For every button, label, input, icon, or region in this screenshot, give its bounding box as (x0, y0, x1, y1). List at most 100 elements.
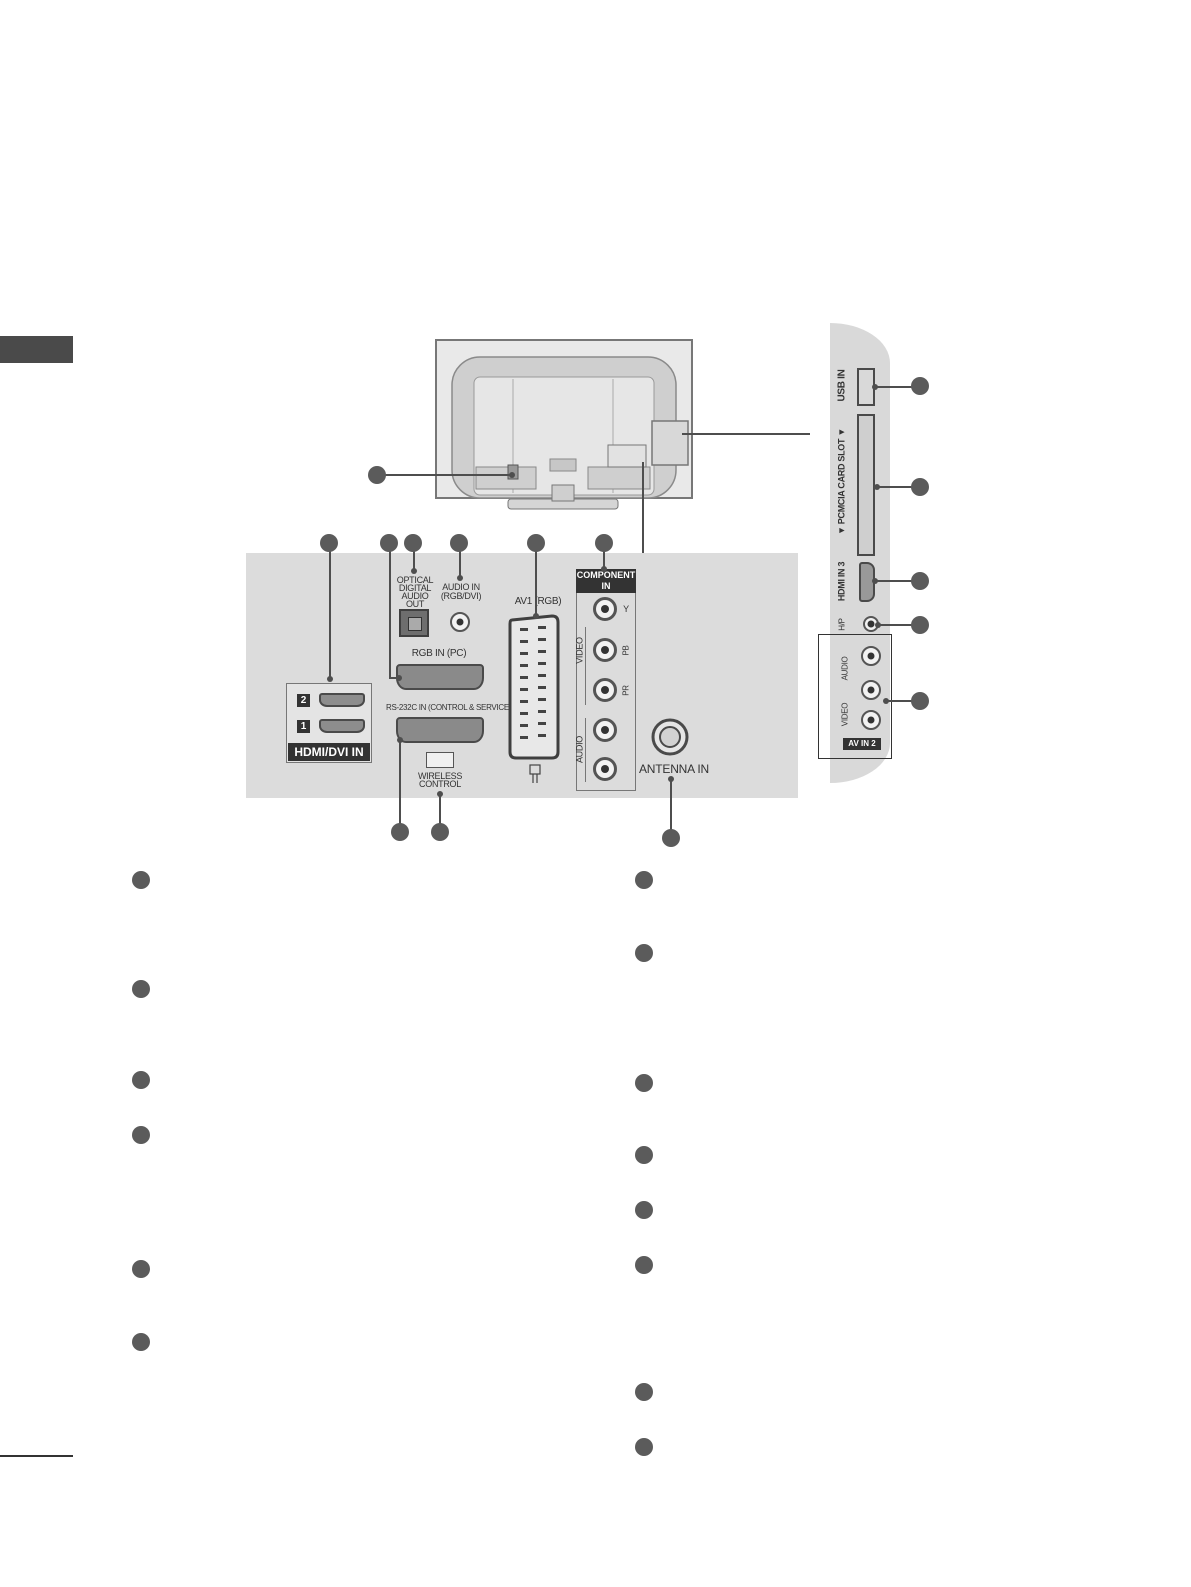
hdmi-2-port (319, 693, 365, 707)
leader-end (437, 791, 443, 797)
headphone-label: H/P (837, 618, 847, 631)
component-y-label: Y (623, 604, 629, 614)
leader-hdmi3 (875, 580, 920, 582)
leader-end (533, 613, 539, 619)
list-item-marker (635, 1383, 653, 1401)
av2-audio-l-jack (861, 680, 881, 700)
leader-av1 (535, 543, 537, 616)
leader-wireless (439, 794, 441, 832)
leader-end (874, 484, 880, 490)
list-item-marker (132, 1071, 150, 1089)
leader-av2 (886, 700, 920, 702)
antenna-in-port (651, 718, 689, 756)
av-in-2-block (818, 634, 892, 759)
component-pr-jack (593, 678, 617, 702)
av1-label: AV1 (RGB) (514, 596, 562, 607)
component-audio-r-jack (593, 757, 617, 781)
leader-end (872, 578, 878, 584)
leader-usb (875, 386, 920, 388)
list-item-marker (635, 1146, 653, 1164)
component-in-label: COMPONENT IN (576, 569, 636, 593)
callout-marker-headphone (911, 616, 929, 634)
leader-optical (413, 543, 415, 571)
hdmi-1-number: 1 (297, 720, 310, 733)
rs232c-port (396, 717, 484, 743)
leader-component (603, 543, 605, 569)
hdmi-2-number: 2 (297, 694, 310, 707)
tv-side-leader (682, 433, 810, 435)
callout-marker-antenna (662, 829, 680, 847)
rs232c-label: RS-232C IN (CONTROL & SERVICE) (386, 703, 512, 712)
callout-marker-rs232c (391, 823, 409, 841)
leader-headphone (878, 624, 920, 626)
av2-video-jack (861, 710, 881, 730)
list-item-marker (635, 1074, 653, 1092)
tv-back-illustration (435, 339, 693, 510)
callout-marker-pcmcia (911, 478, 929, 496)
list-item-marker (132, 1126, 150, 1144)
list-item-marker (635, 944, 653, 962)
av-in-2-label: AV IN 2 (843, 738, 881, 750)
scart-symbol-icon (529, 764, 541, 783)
leader-end (411, 568, 417, 574)
leader-rs232c (399, 740, 401, 832)
audio-in-jack (450, 612, 470, 632)
callout-marker-audio-in (450, 534, 468, 552)
hdmi-1-port (319, 719, 365, 733)
leader-end (668, 776, 674, 782)
list-item-marker (132, 980, 150, 998)
pcmcia-slot (857, 414, 875, 556)
leader-end (872, 384, 878, 390)
leader-end (601, 566, 607, 572)
footer-rule (0, 1455, 73, 1457)
callout-marker-power (368, 466, 386, 484)
leader-end (396, 675, 402, 681)
leader-hdmi (329, 543, 331, 679)
callout-marker-av2 (911, 692, 929, 710)
leader-end (875, 622, 881, 628)
rgb-in-port (396, 664, 484, 690)
leader-rgb-h (389, 677, 399, 679)
leader-power (385, 474, 512, 476)
av2-audio-label: AUDIO (840, 656, 850, 681)
component-y-jack (593, 597, 617, 621)
callout-marker-hdmi (320, 534, 338, 552)
rgb-in-label: RGB IN (PC) (411, 648, 467, 659)
leader-end (457, 575, 463, 581)
callout-marker-usb (911, 377, 929, 395)
av2-video-label: VIDEO (840, 702, 850, 727)
wireless-control-label: WIRELESS CONTROL (417, 771, 463, 789)
list-item-marker (132, 871, 150, 889)
leader-end (327, 676, 333, 682)
optical-out-label: OPTICAL DIGITAL AUDIO OUT (396, 575, 434, 609)
list-item-marker (132, 1333, 150, 1351)
component-pr-label: PR (621, 685, 631, 696)
callout-marker-hdmi3 (911, 572, 929, 590)
list-item-marker (635, 871, 653, 889)
leader-pcmcia (877, 486, 920, 488)
section-tab (0, 336, 73, 363)
hdmi-dvi-in-label: HDMI/DVI IN (288, 743, 370, 761)
component-video-label: VIDEO (574, 637, 585, 664)
callout-marker-component (595, 534, 613, 552)
av1-scart-port (508, 614, 560, 760)
tv-rear-leader (642, 462, 644, 554)
wireless-control-port (426, 752, 454, 768)
leader-audio-in (459, 543, 461, 578)
leader-antenna (670, 779, 672, 837)
leader-end (883, 698, 889, 704)
callout-marker-wireless (431, 823, 449, 841)
leader-rgb (389, 543, 391, 677)
av2-audio-r-jack (861, 646, 881, 666)
list-item-marker (635, 1438, 653, 1456)
hdmi-in-3-label: HDMI IN 3 (836, 561, 847, 602)
callout-marker-optical (404, 534, 422, 552)
antenna-in-label: ANTENNA IN (638, 762, 709, 776)
list-item-marker (635, 1201, 653, 1219)
leader-end (397, 737, 403, 743)
callout-marker-av1 (527, 534, 545, 552)
optical-out-port (399, 609, 429, 637)
callout-marker-rgb (380, 534, 398, 552)
component-audio-label: AUDIO (574, 736, 585, 764)
list-item-marker (132, 1260, 150, 1278)
